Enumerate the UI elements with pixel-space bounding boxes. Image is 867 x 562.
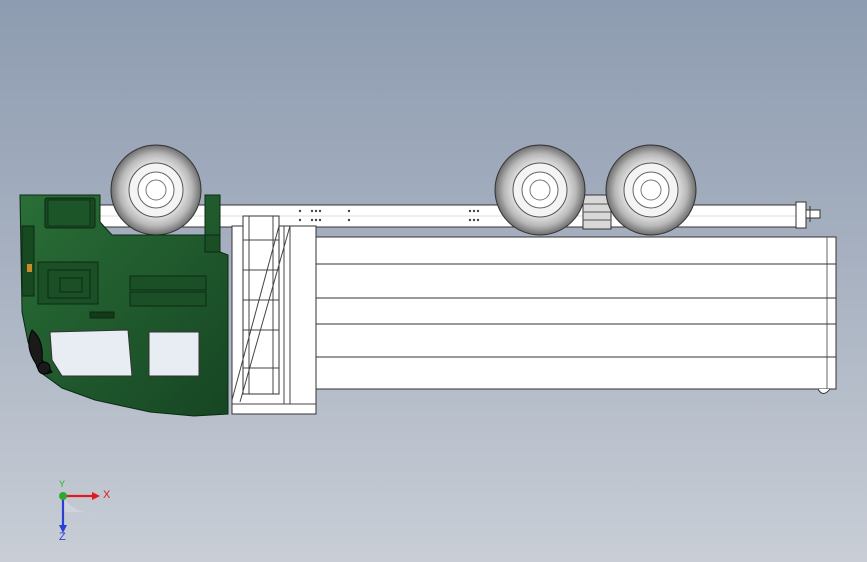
triad-z-label: Z	[59, 531, 66, 543]
front-wheel[interactable]	[110, 144, 202, 236]
cargo-box[interactable]	[289, 236, 837, 414]
middle-rear-wheel[interactable]	[494, 144, 586, 236]
triad-y-label: Y	[59, 479, 66, 489]
coordinate-triad: X Y Z	[48, 479, 118, 544]
rear-wheel[interactable]	[605, 144, 697, 236]
triad-x-label: X	[103, 489, 111, 501]
ladder-frame[interactable]	[231, 215, 317, 415]
coordinate-triad-icon	[59, 492, 100, 533]
truck-cab[interactable]	[19, 194, 229, 417]
